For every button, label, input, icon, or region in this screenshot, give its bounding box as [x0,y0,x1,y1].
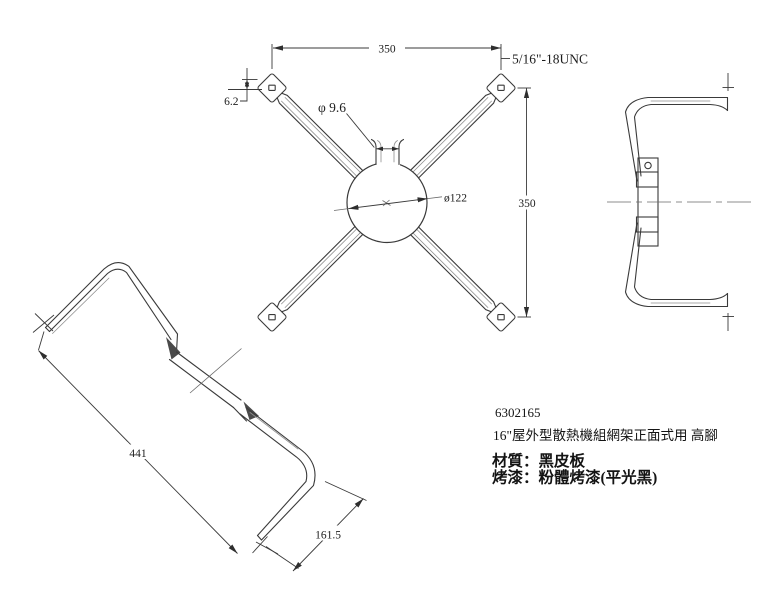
dim-arm-length: 441 [38,331,238,554]
mount-pad [257,73,287,103]
thread-spec-label: 5/16"-18UNC [512,52,588,67]
dim-notch: φ 9.6 [318,100,399,152]
dim-height-label: 350 [518,198,536,210]
tip-ticks [32,313,279,555]
side-end-ticks [722,73,734,331]
foot-length-label: 161.5 [315,530,341,542]
notes-block: 6302165 16"屋外型散熱機組網架正面式用 高腳 材質：黑皮板 烤漆：粉體… [492,405,718,487]
pad-hole [268,84,276,91]
callout-thread: 5/16"-18UNC [501,52,588,67]
arm-length-label: 441 [129,448,147,460]
material-note: 材質：黑皮板 [492,451,586,470]
part-title: 16"屋外型散熱機組網架正面式用 高腳 [493,427,718,443]
dim-center-hole: ø122 [333,193,467,211]
notch-width-label: φ 9.6 [318,100,346,115]
dim-tab-offset: 6.2 [224,68,262,108]
dim-width-350: 350 [271,41,502,70]
tab-offset-label: 6.2 [224,96,239,108]
side-view [607,73,756,331]
upper-gusset [166,337,181,360]
front-view [256,72,517,333]
clamp-band-top [635,171,659,188]
part-number: 6302165 [495,405,541,420]
dim-width-label: 350 [378,44,396,56]
frame-arm [257,73,376,192]
front-dimensions: 350 350 5/16"-18UNC 6.2 φ 9.6 [224,41,588,318]
finish-note: 烤漆：粉體烤漆(平光黑) [492,468,657,487]
dim-height-350: 350 [511,87,543,318]
center-hole-label: ø122 [444,193,467,205]
clamp-band-bottom [635,216,659,233]
dim-foot-length: 161.5 [265,481,367,572]
rotated-arm-view: 441 161.5 [32,262,367,572]
lower-gusset [243,401,259,420]
tab-hole [644,161,652,170]
